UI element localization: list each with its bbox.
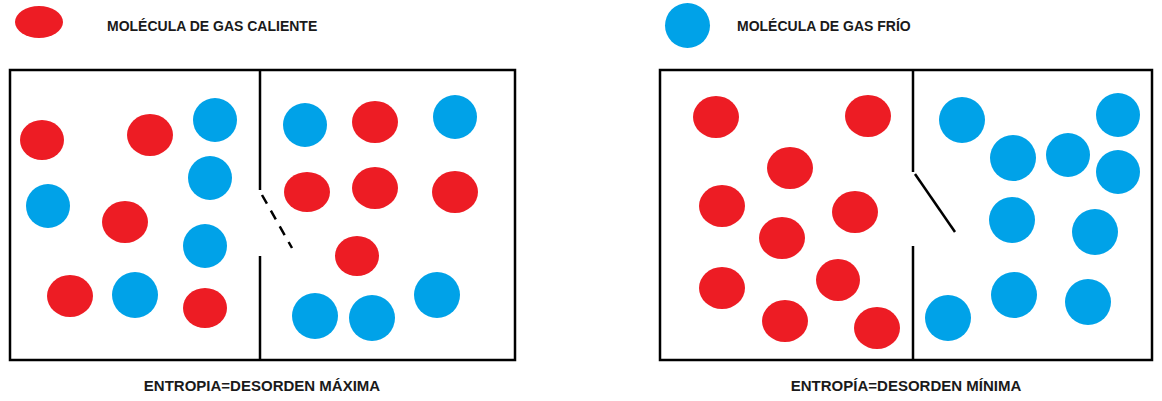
hot-molecule [699, 185, 745, 227]
cold-molecules [26, 93, 1140, 341]
hot-molecule [832, 191, 878, 233]
partition-door [915, 174, 955, 232]
hot-molecule [845, 95, 891, 137]
legend-text: MOLÉCULA DE GAS CALIENTE [107, 18, 317, 35]
hot-molecule [47, 275, 93, 317]
cold-molecule [1046, 133, 1090, 177]
hot-molecule [352, 167, 398, 209]
hot-molecule [183, 288, 227, 328]
hot-molecule [432, 171, 478, 213]
hot-molecule [284, 172, 330, 212]
legend-text: MOLÉCULA DE GAS FRÍO [737, 18, 911, 35]
hot-molecule [759, 217, 805, 259]
cold-molecule [112, 272, 158, 318]
container-outlines [10, 70, 1152, 360]
hot-molecule [693, 96, 739, 138]
hot-molecule [102, 201, 148, 243]
partition-wall [259, 256, 262, 360]
caption-text: ENTROPÍA=DESORDEN MÍNIMA [791, 377, 1021, 395]
hot-molecule [127, 114, 173, 156]
hot-molecules [20, 95, 900, 349]
partition-door [262, 195, 292, 248]
partition-wall [912, 246, 915, 360]
hot-molecule [762, 300, 808, 342]
hot-molecule [335, 236, 379, 276]
cold-molecule [193, 98, 237, 142]
cold-molecule [925, 295, 971, 341]
cold-molecule [990, 135, 1036, 181]
container-box [10, 70, 515, 360]
hot-molecule [699, 267, 745, 309]
cold-molecule [991, 272, 1037, 318]
partition-wall [259, 70, 262, 190]
cold-molecule [188, 156, 232, 200]
partition-wall [912, 70, 915, 172]
cold-molecule [1096, 150, 1140, 194]
cold-molecule [349, 295, 395, 341]
cold-molecule [433, 95, 477, 139]
legend-swatch [665, 3, 710, 48]
caption-text: ENTROPIA=DESORDEN MÁXIMA [144, 377, 380, 395]
cold-molecule [1072, 209, 1118, 255]
cold-molecule [292, 293, 338, 339]
hot-molecule [816, 259, 860, 301]
cold-molecule [1065, 279, 1111, 325]
container-box [660, 70, 1152, 360]
cold-molecule [989, 197, 1035, 243]
hot-molecule [352, 101, 398, 143]
cold-molecule [283, 103, 327, 147]
cold-molecule [26, 184, 70, 228]
cold-molecule [183, 224, 227, 268]
cold-molecule [1096, 93, 1140, 137]
cold-molecule [414, 272, 460, 318]
hot-molecule [767, 147, 813, 189]
hot-molecule [20, 120, 64, 160]
cold-molecule [939, 97, 985, 143]
hot-molecule [854, 307, 900, 349]
legend-swatch [15, 6, 63, 38]
